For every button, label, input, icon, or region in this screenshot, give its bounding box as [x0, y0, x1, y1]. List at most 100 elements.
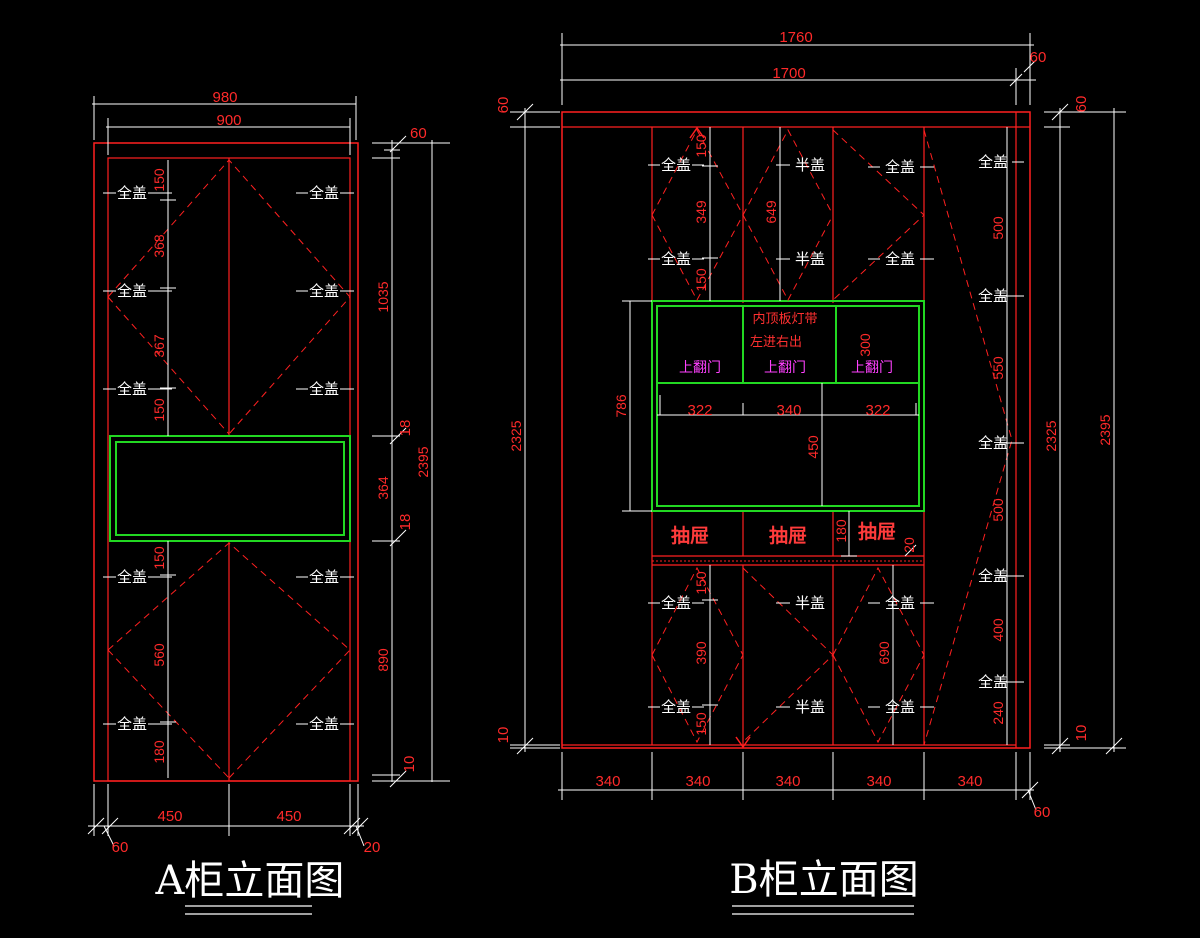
- cabinet-a-dim-150-c: 150: [151, 546, 167, 570]
- cabinet-a-hinge-label: 全盖: [117, 184, 147, 202]
- cabinet-b-title: B柜立面图: [729, 857, 918, 903]
- cabinet-a-dim-367: 367: [151, 334, 167, 358]
- cabinet-a-hinge-label: 全盖: [309, 380, 339, 398]
- cabinet-a-dim-900: 900: [216, 112, 241, 129]
- cabinet-b-hinge-half-label: 半盖: [795, 594, 825, 612]
- cabinet-b: 内顶板灯带 左进右出 上翻门 上翻门 上翻门 322 340 322 450 3…: [495, 29, 1126, 915]
- cabinet-a-dim-18-bottom: 18: [397, 514, 414, 531]
- cabinet-a-dim-450-right: 450: [276, 808, 301, 825]
- cabinet-b-dim-649: 649: [763, 200, 779, 224]
- cabinet-b-hinge-full-label: 全盖: [978, 287, 1008, 305]
- cabinet-b-hinge-half-label: 半盖: [795, 698, 825, 716]
- cabinet-b-dim-450: 450: [805, 435, 821, 459]
- cabinet-b-dim-150-t1: 150: [693, 134, 709, 158]
- cabinet-a-hinge-label: 全盖: [309, 568, 339, 586]
- cabinet-b-flap-door-label: 上翻门: [764, 360, 806, 376]
- cabinet-a-dim-1035: 1035: [375, 281, 391, 312]
- cabinet-a-hinge-label: 全盖: [117, 715, 147, 733]
- cabinet-a: 980 900 60 1035 18 364 18 2395 890 10: [87, 89, 450, 915]
- cabinet-b-dim-2395: 2395: [1097, 414, 1113, 445]
- cabinet-a-dim-2395: 2395: [415, 446, 431, 477]
- cabinet-b-dim-10-right: 10: [1073, 725, 1090, 742]
- cabinet-b-bottom-dims: [558, 752, 1039, 811]
- cabinet-a-dim-18-top: 18: [397, 420, 414, 437]
- cabinet-b-hinge-ticks: [648, 161, 1024, 708]
- cabinet-a-dim-560: 560: [151, 643, 167, 667]
- cabinet-b-note-light-strip: 内顶板灯带: [752, 311, 817, 327]
- cabinet-b-hinge-full-label: 全盖: [885, 158, 915, 176]
- cabinet-a-dim-450-left: 450: [157, 808, 182, 825]
- cabinet-b-dim-150-t2: 150: [693, 268, 709, 292]
- cabinet-a-hinge-label: 全盖: [117, 568, 147, 586]
- cabinet-b-note-wire-route: 左进右出: [750, 335, 802, 350]
- cabinet-b-dim-390: 390: [693, 641, 709, 665]
- cabinet-a-hinge-label: 全盖: [117, 282, 147, 300]
- cabinet-b-door-arrows: [689, 126, 751, 749]
- cabinet-b-hinge-full-label: 全盖: [885, 250, 915, 268]
- cabinet-a-title: A柜立面图: [155, 858, 345, 904]
- cabinet-b-dim-400: 400: [990, 618, 1006, 642]
- cabinet-b-drawer-label: 抽屉: [858, 520, 896, 543]
- cabinet-b-flap-door-label: 上翻门: [679, 360, 721, 376]
- cabinet-a-right-dims: [372, 135, 450, 788]
- cabinet-b-dim-bottom-60: 60: [1034, 804, 1051, 821]
- cabinet-b-dim-60-right: 60: [1073, 96, 1090, 113]
- cabinet-b-drawer-label: 抽屉: [671, 524, 709, 547]
- cabinet-b-interior-dims: [622, 127, 1015, 745]
- cabinet-b-hinge-full-label: 全盖: [661, 698, 691, 716]
- cabinet-a-top-dims: [92, 96, 357, 155]
- cabinet-a-dim-980: 980: [212, 89, 237, 106]
- cabinet-b-drawer-dims: [841, 511, 917, 557]
- cabinet-a-dim-10: 10: [401, 756, 418, 773]
- cabinet-a-hinge-label: 全盖: [309, 282, 339, 300]
- cabinet-b-hinge-full-label: 全盖: [978, 434, 1008, 452]
- cabinet-b-dim-690: 690: [876, 641, 892, 665]
- cabinet-a-hinge-label: 全盖: [309, 184, 339, 202]
- cabinet-a-open-niche: [109, 435, 351, 542]
- cabinet-a-hinge-label: 全盖: [117, 380, 147, 398]
- cabinet-b-hinge-full-label: 全盖: [661, 250, 691, 268]
- cabinet-b-hinge-full-label: 全盖: [978, 673, 1008, 691]
- cabinet-a-dim-368: 368: [151, 234, 167, 258]
- cabinet-b-hinge-full-label: 全盖: [661, 156, 691, 174]
- cabinet-b-hinge-full-label: 全盖: [885, 698, 915, 716]
- cabinet-a-interior-dims: [160, 160, 176, 778]
- cabinet-b-dim-322-right: 322: [865, 402, 890, 419]
- cabinet-b-dim-60-left: 60: [495, 97, 512, 114]
- cabinet-b-door-swing-lines: [651, 128, 1013, 746]
- cabinet-b-dim-349: 349: [693, 200, 709, 224]
- cabinet-b-left-dims: [510, 103, 560, 755]
- cabinet-a-dim-bottom-60: 60: [112, 839, 129, 856]
- cabinet-b-dim-500-a: 500: [990, 216, 1006, 240]
- cabinet-a-dim-180: 180: [151, 740, 167, 764]
- cabinet-b-dim-340-mid: 340: [776, 402, 801, 419]
- cabinet-a-dim-150-b: 150: [151, 398, 167, 422]
- cabinet-b-dim-786: 786: [613, 394, 629, 418]
- cabinet-b-bottom-dim: 340: [685, 773, 710, 790]
- cabinet-b-dim-240: 240: [990, 701, 1006, 725]
- cabinet-a-hinge-label: 全盖: [309, 715, 339, 733]
- cabinet-a-dim-890: 890: [375, 648, 391, 672]
- cabinet-b-dim-1700: 1700: [772, 65, 805, 82]
- cabinet-a-dim-60: 60: [410, 125, 427, 142]
- cabinet-b-dim-322-left: 322: [687, 402, 712, 419]
- cabinet-b-dim-20: 20: [901, 537, 917, 553]
- cabinet-b-dim-180: 180: [833, 519, 849, 543]
- cabinet-b-hinge-full-label: 全盖: [885, 594, 915, 612]
- cabinet-a-bottom-dims: [87, 784, 369, 847]
- cabinet-b-bottom-dim: 340: [775, 773, 800, 790]
- cabinet-b-dim-150-b1: 150: [693, 571, 709, 595]
- cabinet-a-dim-bottom-20: 20: [364, 839, 381, 856]
- cabinet-b-dim-1760: 1760: [779, 29, 812, 46]
- cabinet-b-dim-10-left: 10: [495, 727, 512, 744]
- cabinet-b-dim-300: 300: [857, 333, 873, 357]
- cabinet-a-hinge-ticks: [103, 192, 354, 725]
- cabinet-b-dim-150-b2: 150: [693, 712, 709, 736]
- cabinet-b-right-dims: [1044, 103, 1126, 755]
- cabinet-b-outer-frame: [561, 111, 1031, 749]
- cabinet-b-drawer-label: 抽屉: [769, 524, 807, 547]
- cabinet-b-hinge-half-label: 半盖: [795, 156, 825, 174]
- cabinet-b-dim-500-b: 500: [990, 498, 1006, 522]
- cabinet-b-bottom-dim: 340: [957, 773, 982, 790]
